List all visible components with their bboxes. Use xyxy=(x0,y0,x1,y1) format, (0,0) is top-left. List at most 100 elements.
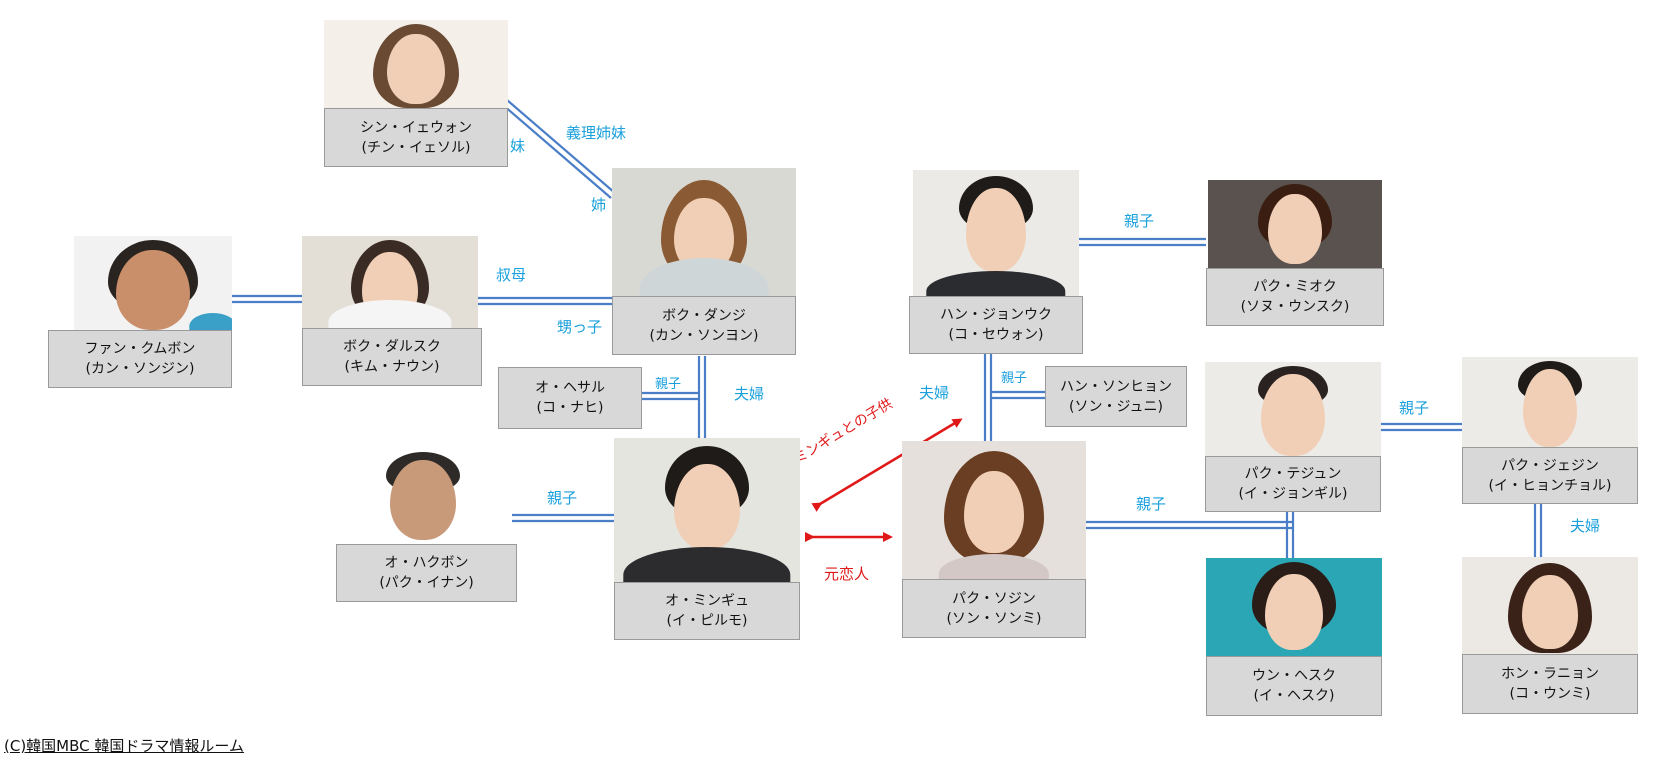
line-shin-danji xyxy=(502,99,616,199)
line-jejin-ranyon xyxy=(1533,504,1543,557)
name-label: オ・ミンギュ (イ・ピルモ) xyxy=(614,582,800,640)
portrait-photo xyxy=(1208,180,1382,268)
relation-parent-child-2-label: 親子 xyxy=(547,489,578,507)
portrait-photo xyxy=(1462,557,1638,654)
character-name: オ・ヘサル xyxy=(535,380,605,396)
character-card-han-jongwook: ハン・ジョンウク (コ・セウォン) xyxy=(909,170,1083,354)
line-danji-mingyu xyxy=(697,356,707,438)
name-label: ボク・ダルスク (キム・ナウン) xyxy=(302,328,482,386)
character-card-hwan-kumbon: ファン・クムボン (カン・ソンジン) xyxy=(48,236,232,388)
character-card-un-hesuku: ウン・ヘスク (イ・ヘスク) xyxy=(1206,558,1382,716)
character-name: ハン・ジョンウク xyxy=(940,307,1052,323)
arrow-mingyu-child xyxy=(811,418,963,512)
relation-parent-child-5-label: 親子 xyxy=(1136,495,1167,513)
copyright-footer: (C)韓国MBC 韓国ドラマ情報ルーム xyxy=(4,737,244,755)
character-card-han-sonhyon: ハン・ソンヒョン (ソン・ジュニ) xyxy=(1045,366,1187,427)
name-label: シン・イェウォン (チン・イェソル) xyxy=(324,108,508,167)
name-label: ハン・ジョンウク (コ・セウォン) xyxy=(909,296,1083,354)
name-label: パク・ソジン (ソン・ソンミ) xyxy=(902,579,1086,638)
actor-name: (カン・ソンヨン) xyxy=(649,327,759,344)
character-name: ハン・ソンヒョン xyxy=(1060,378,1172,395)
character-name: パク・ソジン xyxy=(952,590,1036,607)
character-card-oh-hesal: オ・ヘサル (コ・ナヒ) xyxy=(498,367,642,429)
relation-aunt-label: 叔母 xyxy=(496,266,527,284)
relation-parent-child-6-label: 親子 xyxy=(1399,399,1430,417)
name-label: オ・ヘサル (コ・ナヒ) xyxy=(498,367,642,429)
relation-parent-child-1-label: 親子 xyxy=(655,377,682,392)
name-label: パク・ミオク (ソヌ・ウンスク) xyxy=(1206,268,1384,326)
actor-name: (キム・ナウン) xyxy=(344,359,440,375)
actor-name: (コ・セウォン) xyxy=(948,327,1044,343)
actor-name: (ソヌ・ウンスク) xyxy=(1240,299,1350,315)
relation-couple-1-label: 夫婦 xyxy=(734,385,765,403)
name-label: パク・テジュン (イ・ジョンギル) xyxy=(1205,456,1381,512)
line-hakbon-mingyu xyxy=(512,513,614,523)
character-card-bok-dalsuk: ボク・ダルスク (キム・ナウン) xyxy=(302,236,482,386)
relation-parent-child-3-label: 親子 xyxy=(1001,371,1028,386)
line-hwan-dalsuk xyxy=(232,294,302,304)
character-card-hong-ranyon: ホン・ラニョン (コ・ウンミ) xyxy=(1462,557,1638,714)
actor-name: (コ・ナヒ) xyxy=(536,400,604,416)
character-name: パク・ジェジン xyxy=(1501,457,1599,474)
name-label: ホン・ラニョン (コ・ウンミ) xyxy=(1462,654,1638,714)
line-dalsuk-danji xyxy=(478,296,612,306)
portrait-photo xyxy=(902,441,1086,579)
character-name: ホン・ラニョン xyxy=(1501,666,1599,682)
character-card-park-sojin: パク・ソジン (ソン・ソンミ) xyxy=(902,441,1086,638)
actor-name: (チン・イェソル) xyxy=(361,139,471,156)
relation-elder-sister-label: 姉 xyxy=(591,196,607,214)
actor-name: (パク・イナン) xyxy=(379,575,474,591)
relation-sister-label: 妹 xyxy=(510,137,526,155)
line-tejun-jejin xyxy=(1375,422,1462,432)
relation-couple-3-label: 夫婦 xyxy=(1570,517,1601,535)
actor-name: (イ・ピルモ) xyxy=(666,613,748,629)
character-card-park-tejun: パク・テジュン (イ・ジョンギル) xyxy=(1205,362,1381,512)
character-name: ウン・ヘスク xyxy=(1252,668,1336,684)
character-card-bok-danji: ボク・ダンジ (カン・ソンヨン) xyxy=(612,168,796,355)
portrait-photo xyxy=(358,446,488,544)
actor-name: (カン・ソンジン) xyxy=(85,361,195,377)
character-name: パク・テジュン xyxy=(1244,466,1342,482)
character-card-shin-ieon: シン・イェウォン (チン・イェソル) xyxy=(324,20,508,167)
character-card-oh-hakbon: オ・ハクボン (パク・イナン) xyxy=(336,446,517,602)
name-label: ハン・ソンヒョン (ソン・ジュニ) xyxy=(1045,366,1187,427)
character-name: パク・ミオク xyxy=(1253,279,1337,295)
character-name: ボク・ダルスク xyxy=(343,339,441,355)
name-label: オ・ハクボン (パク・イナン) xyxy=(336,544,517,602)
line-jongwook-sojin xyxy=(983,352,993,441)
portrait-photo xyxy=(1206,558,1382,656)
character-name: シン・イェウォン xyxy=(360,119,472,136)
actor-name: (コ・ウンミ) xyxy=(1509,686,1591,702)
actor-name: (ソン・ジュニ) xyxy=(1069,398,1163,415)
actor-name: (ソン・ソンミ) xyxy=(946,610,1042,627)
portrait-photo xyxy=(302,236,478,328)
portrait-photo xyxy=(612,168,796,296)
name-label: ファン・クムボン (カン・ソンジン) xyxy=(48,330,232,388)
portrait-photo xyxy=(913,170,1079,296)
character-card-oh-mingyu: オ・ミンギュ (イ・ピルモ) xyxy=(614,438,800,640)
actor-name: (イ・ヘスク) xyxy=(1253,688,1335,704)
character-card-park-mioku: パク・ミオク (ソヌ・ウンスク) xyxy=(1206,180,1384,326)
portrait-photo xyxy=(614,438,800,582)
line-hesal-couple xyxy=(641,391,699,401)
line-sojin-parents xyxy=(1086,512,1295,558)
portrait-photo xyxy=(1462,357,1638,447)
relation-couple-2-label: 夫婦 xyxy=(919,384,950,402)
line-jongwook-mioku xyxy=(1074,237,1206,247)
portrait-photo xyxy=(324,20,508,108)
relation-in-law-sisters-label: 義理姉妹 xyxy=(566,124,627,142)
relation-parent-child-4-label: 親子 xyxy=(1124,212,1155,230)
ex-lover-label: 元恋人 xyxy=(824,565,870,583)
character-name: オ・ミンギュ xyxy=(665,593,749,609)
name-label: ボク・ダンジ (カン・ソンヨン) xyxy=(612,296,796,355)
name-label: パク・ジェジン (イ・ヒョンチョル) xyxy=(1462,447,1638,504)
portrait-photo xyxy=(74,236,232,330)
relation-niece-label: 甥っ子 xyxy=(557,318,603,336)
portrait-photo xyxy=(1205,362,1381,456)
name-label: ウン・ヘスク (イ・ヘスク) xyxy=(1206,656,1382,716)
actor-name: (イ・ジョンギル) xyxy=(1238,486,1348,502)
actor-name: (イ・ヒョンチョル) xyxy=(1488,477,1612,494)
character-name: ボク・ダンジ xyxy=(662,307,746,324)
character-name: ファン・クムボン xyxy=(84,341,196,357)
